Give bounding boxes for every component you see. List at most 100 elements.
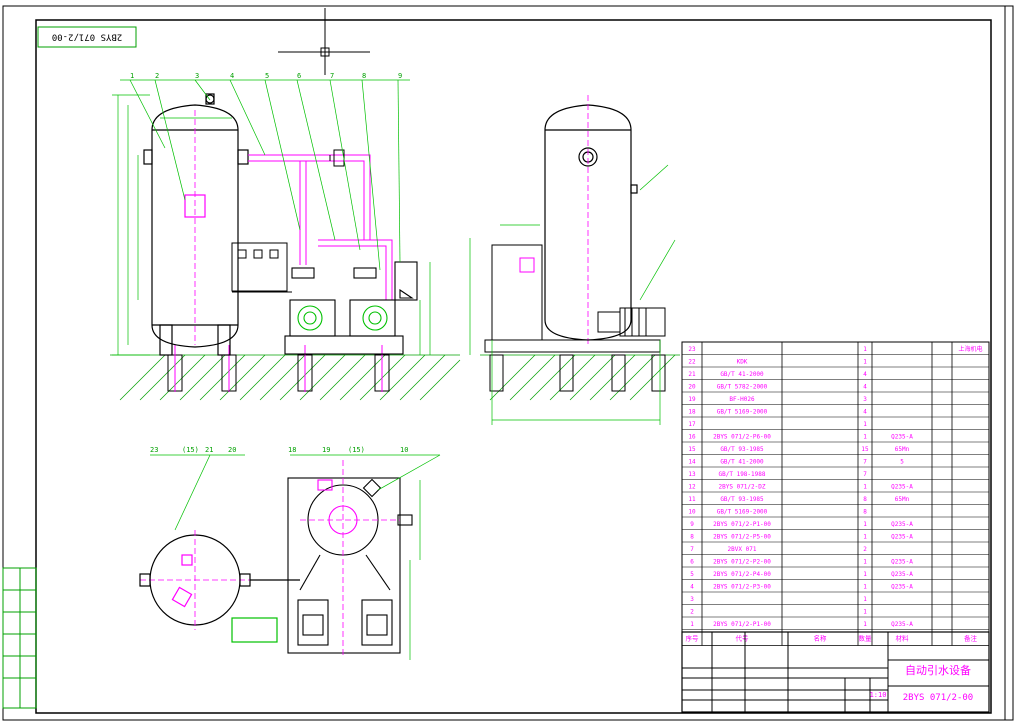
parts-cell-material: 65Mn xyxy=(895,446,910,453)
parts-cell-code: GB/T 198-1988 xyxy=(719,471,766,478)
parts-cell-qty: 8 xyxy=(863,509,867,516)
dimensions-front xyxy=(112,94,431,356)
parts-cell-qty: 1 xyxy=(863,596,867,603)
balloon-label: (15) xyxy=(348,446,365,454)
parts-cell-material: 65Mn xyxy=(895,496,910,503)
parts-cell-qty: 1 xyxy=(863,571,867,578)
balloon-label: 3 xyxy=(195,72,199,80)
title-scale: 1:10 xyxy=(870,691,887,699)
anchor-bolts-side xyxy=(489,354,666,392)
parts-cell-code: 2BYS 071/2-P3-00 xyxy=(713,584,771,591)
left-strips xyxy=(2,567,37,709)
parts-cell-no: 16 xyxy=(688,434,696,441)
parts-cell-qty: 1 xyxy=(863,346,867,353)
parts-cell-no: 12 xyxy=(688,484,696,491)
parts-cell-qty: 4 xyxy=(863,384,867,391)
corner-drawing-number: 2BYS 071/2-00 xyxy=(52,32,122,42)
balloon-label: 21 xyxy=(205,446,213,454)
balloon-label: 1 xyxy=(130,72,134,80)
title-block: 自动引水设备 2BYS 071/2-00 1:10 xyxy=(681,631,990,713)
parts-cell-no: 19 xyxy=(688,396,696,403)
parts-cell-no: 17 xyxy=(688,421,696,428)
parts-cell-code: 2BYS 071/2-DZ xyxy=(719,484,766,491)
parts-cell-no: 4 xyxy=(690,584,694,591)
parts-cell-no: 20 xyxy=(688,384,696,391)
balloon-label: 4 xyxy=(230,72,234,80)
parts-cell-code: GB/T 5169-2000 xyxy=(717,409,768,416)
parts-cell-qty: 7 xyxy=(863,471,867,478)
parts-header: 名称 xyxy=(814,634,828,643)
parts-cell-qty: 4 xyxy=(863,371,867,378)
parts-cell-note: 上海机电 xyxy=(958,345,982,353)
parts-cell-no: 8 xyxy=(690,534,694,541)
parts-cell-qty: 1 xyxy=(863,621,867,628)
parts-cell-no: 10 xyxy=(688,509,696,516)
parts-cell-no: 11 xyxy=(688,496,696,503)
balloon-label: 18 xyxy=(288,446,296,454)
parts-cell-qty: 1 xyxy=(863,534,867,541)
parts-cell-qty: 7 xyxy=(863,459,867,466)
front-view: 1 2 3 4 5 6 7 8 9 xyxy=(110,72,461,401)
parts-cell-qty: 1 xyxy=(863,484,867,491)
parts-cell-material: 5 xyxy=(900,459,904,466)
parts-cell-qty: 1 xyxy=(863,584,867,591)
parts-cell-qty: 1 xyxy=(863,359,867,366)
parts-cell-qty: 2 xyxy=(863,546,867,553)
parts-header: 数量 xyxy=(859,634,873,643)
parts-cell-code: 2BYS 071/2-P1-00 xyxy=(713,621,771,628)
parts-cell-no: 5 xyxy=(690,571,694,578)
parts-cell-material: Q235-A xyxy=(891,584,913,591)
parts-cell-no: 15 xyxy=(688,446,696,453)
balloon-label: 6 xyxy=(297,72,301,80)
parts-cell-material: Q235-A xyxy=(891,521,913,528)
tank-plan xyxy=(139,530,300,643)
parts-header: 序号 xyxy=(686,634,700,643)
title-name: 自动引水设备 xyxy=(905,663,971,677)
balloon-label: 7 xyxy=(330,72,334,80)
motor-side xyxy=(597,307,666,337)
balloon-label: 2 xyxy=(155,72,159,80)
parts-cell-no: 2 xyxy=(690,609,694,616)
parts-cell-no: 7 xyxy=(690,546,694,553)
parts-cell-no: 23 xyxy=(688,346,696,353)
parts-cell-qty: 1 xyxy=(863,521,867,528)
piping-front xyxy=(248,149,393,300)
balloon-label: 20 xyxy=(228,446,236,454)
balloon-label: 8 xyxy=(362,72,366,80)
parts-cell-qty: 1 xyxy=(863,559,867,566)
balloon-label: 9 xyxy=(398,72,402,80)
parts-cell-qty: 1 xyxy=(863,609,867,616)
dimensions-side xyxy=(469,164,676,425)
plan-view: 23 (15) 21 20 18 19 (15) 10 xyxy=(139,446,441,660)
sheet-border xyxy=(2,5,1014,721)
vacuum-tank-front xyxy=(143,93,249,356)
parts-cell-code: GB/T 93-1985 xyxy=(720,496,764,503)
parts-cell-no: 22 xyxy=(688,359,696,366)
parts-cell-code: 2BYS 071/2-P5-00 xyxy=(713,534,771,541)
pump-plan xyxy=(287,460,413,655)
parts-cell-code: GB/T 41-2000 xyxy=(720,459,764,466)
parts-cell-material: Q235-A xyxy=(891,534,913,541)
title-drawing-number: 2BYS 071/2-00 xyxy=(903,693,973,703)
ground-hatch-front xyxy=(110,354,461,401)
parts-cell-no: 18 xyxy=(688,409,696,416)
parts-cell-qty: 1 xyxy=(863,421,867,428)
balloon-label: 5 xyxy=(265,72,269,80)
balloon-label: 19 xyxy=(322,446,330,454)
parts-cell-code: 2BYS 071/2-P6-00 xyxy=(713,434,771,441)
parts-cell-qty: 1 xyxy=(863,434,867,441)
parts-cell-code: GB/T 41-2000 xyxy=(720,371,764,378)
anchor-bolts-front xyxy=(167,345,390,392)
parts-cell-code: 2BYS 071/2-P4-00 xyxy=(713,571,771,578)
parts-cell-no: 1 xyxy=(690,621,694,628)
corner-number-box: 2BYS 071/2-00 xyxy=(37,26,137,48)
parts-cell-code: 2BVX 071 xyxy=(728,546,757,553)
parts-cell-code: 2BYS 071/2-P2-00 xyxy=(713,559,771,566)
center-marks xyxy=(278,8,370,75)
parts-cell-qty: 4 xyxy=(863,409,867,416)
parts-cell-material: Q235-A xyxy=(891,621,913,628)
pumps-front xyxy=(284,261,418,355)
